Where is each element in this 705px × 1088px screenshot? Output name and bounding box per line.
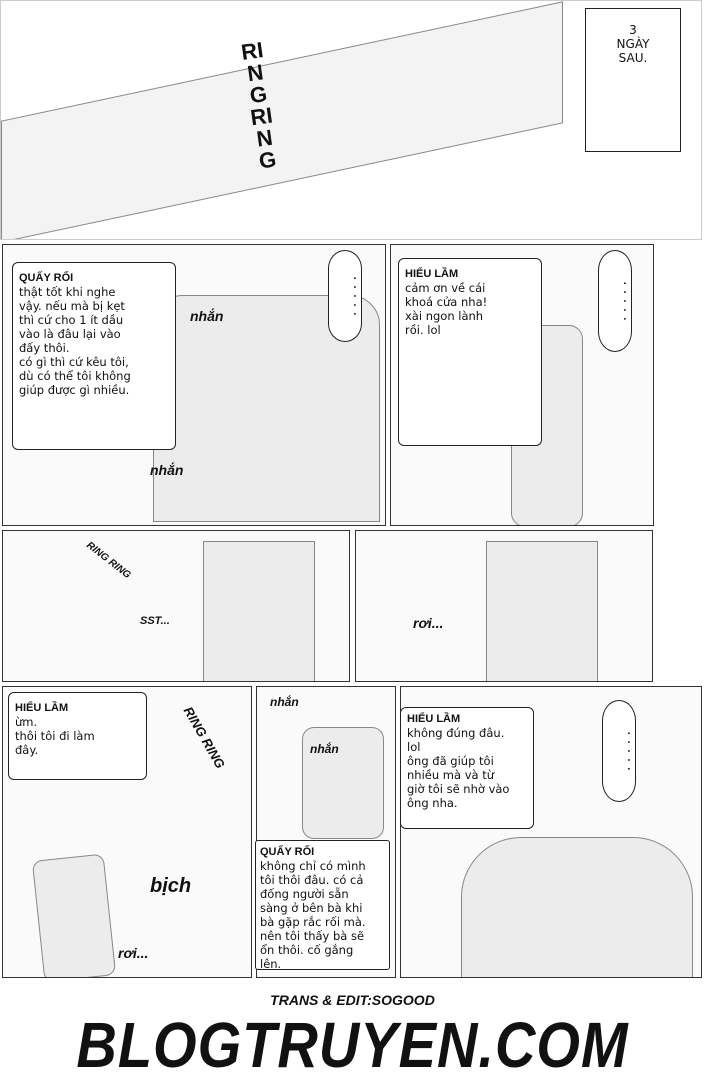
translator-credit: TRANS & EDIT:SOGOOD	[270, 992, 435, 1008]
sfx-nhan-3: nhắn	[270, 695, 299, 709]
sfx-roi-2: rơi...	[118, 945, 149, 961]
arm-art	[461, 837, 693, 977]
sfx-nhan-4: nhắn	[310, 742, 339, 756]
ellipsis-bubble-2: · · · · ·	[598, 250, 632, 352]
sfx-sst: SST...	[140, 615, 170, 627]
ceiling-art	[1, 1, 563, 239]
phone-art	[302, 727, 384, 839]
phone-art	[31, 853, 117, 977]
bed-art	[486, 541, 598, 681]
site-watermark: BLOGTRUYEN.COM	[76, 1008, 629, 1081]
panel-room-2	[355, 530, 653, 682]
bed-art	[203, 541, 315, 681]
sfx-roi-1: rơi...	[413, 615, 444, 631]
ellipsis-bubble-1: · · · · ·	[328, 250, 362, 342]
sfx-nhan-2: nhắn	[150, 462, 184, 478]
sfx-nhan-1: nhắn	[190, 308, 224, 324]
sfx-bich: bịch	[150, 875, 192, 897]
caption-three-days-later: 3 NGÀY SAU.	[585, 8, 681, 152]
panel-arm-up	[400, 686, 702, 978]
panel-room-1	[2, 530, 350, 682]
ellipsis-bubble-3: · · · · ·	[602, 700, 636, 802]
